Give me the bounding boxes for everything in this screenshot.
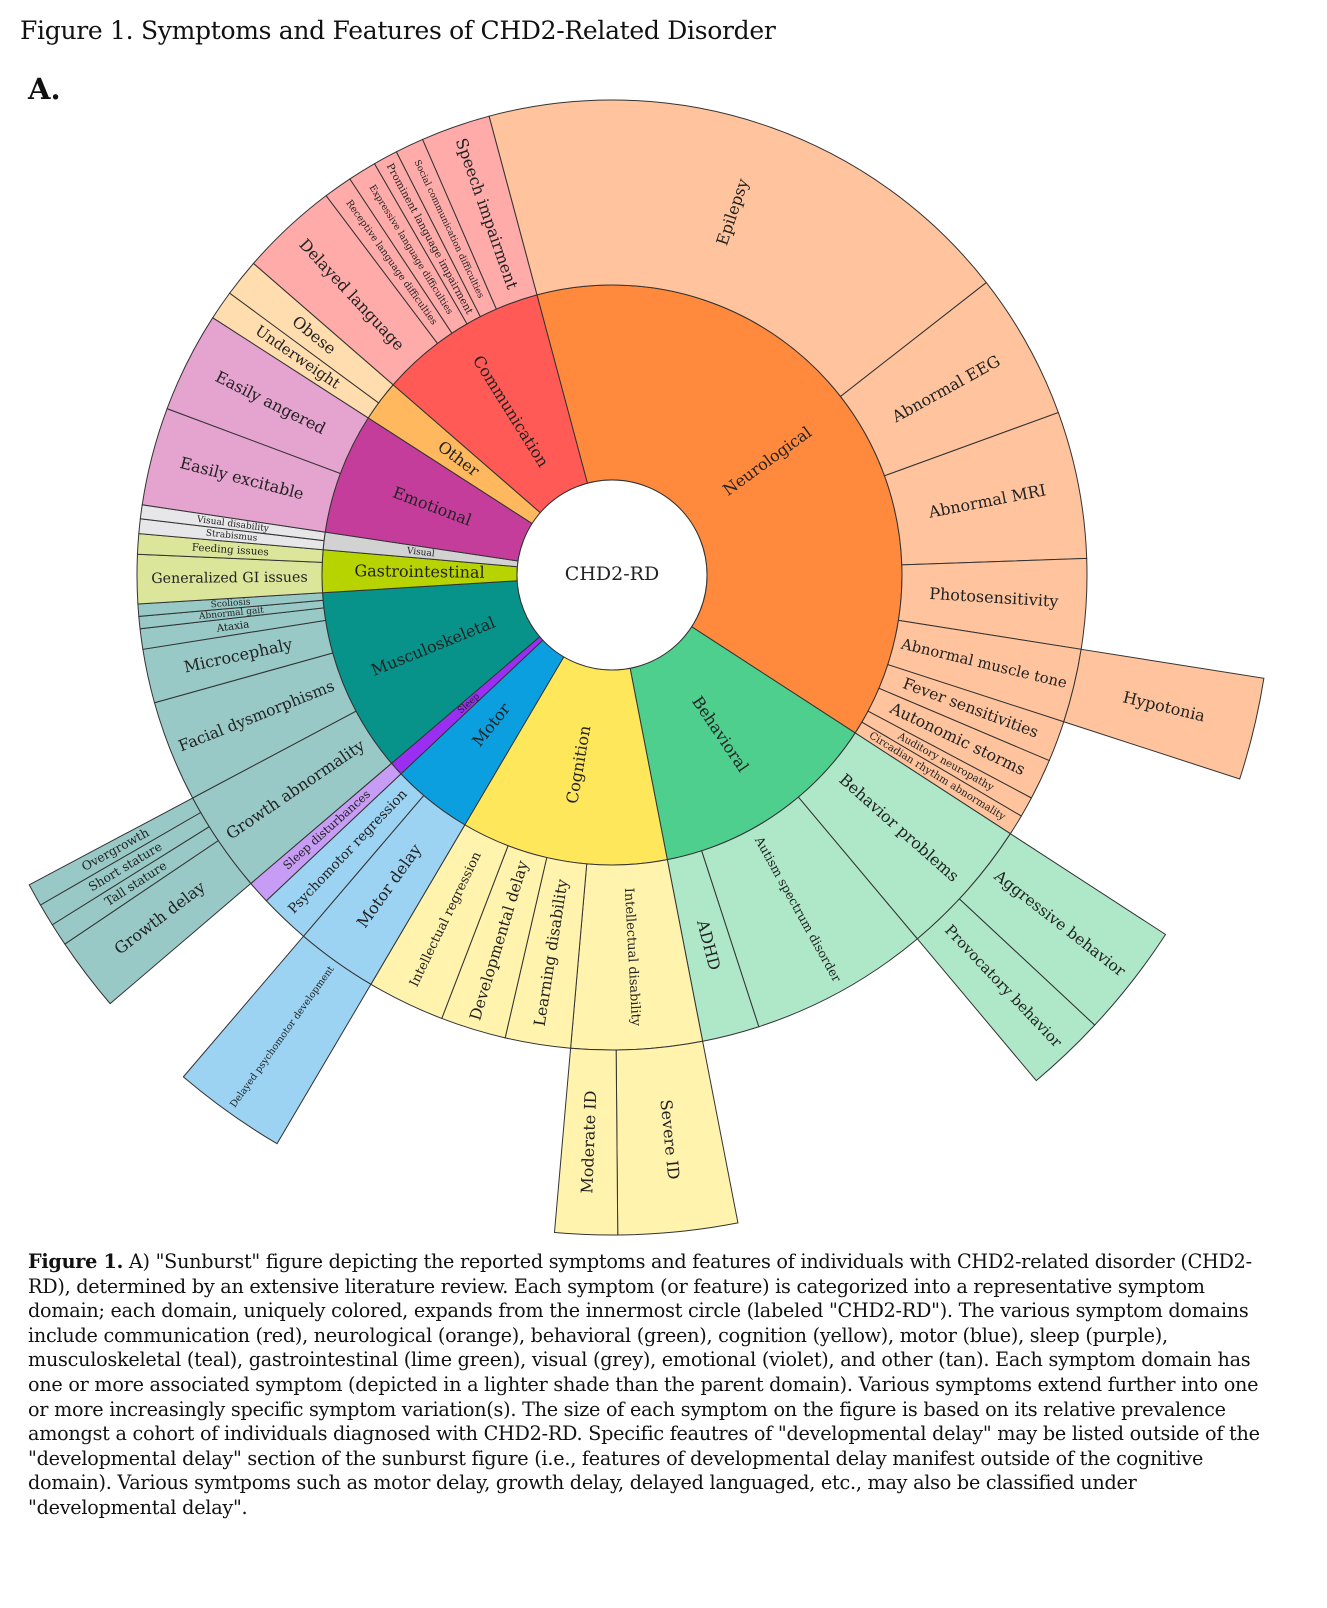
root-circle (516, 479, 708, 671)
symptom-ataxia-label: Ataxia (215, 618, 250, 634)
symptom-epilepsy-segment (488, 99, 988, 398)
variation-delayed-psychomotor-development-segment (182, 935, 372, 1145)
figure-title: Figure 1. Symptoms and Features of CHD2-… (20, 16, 776, 45)
variation-moderate-id-label: Moderate ID (577, 1090, 600, 1194)
domain-gastrointestinal-label: Gastrointestinal (354, 561, 485, 582)
symptom-speech-impairment-segment (421, 115, 538, 310)
symptom-generalized-gi-issues-label: Generalized GI issues (151, 570, 308, 587)
symptom-intellectual-disability-label: Intellectual disability (621, 887, 643, 1027)
caption-text: A) "Sunburst" figure depicting the repor… (28, 1250, 1260, 1519)
figure-caption: Figure 1. A) "Sunburst" figure depicting… (28, 1250, 1278, 1521)
root-label: CHD2-RD (565, 563, 659, 585)
panel-label: A. (28, 72, 61, 106)
caption-lead: Figure 1. (28, 1250, 124, 1273)
symptom-scoliosis-label: Scoliosis (210, 597, 251, 610)
symptom-feeding-issues-label: Feeding issues (191, 541, 269, 558)
domain-visual-label: Visual (405, 546, 435, 559)
